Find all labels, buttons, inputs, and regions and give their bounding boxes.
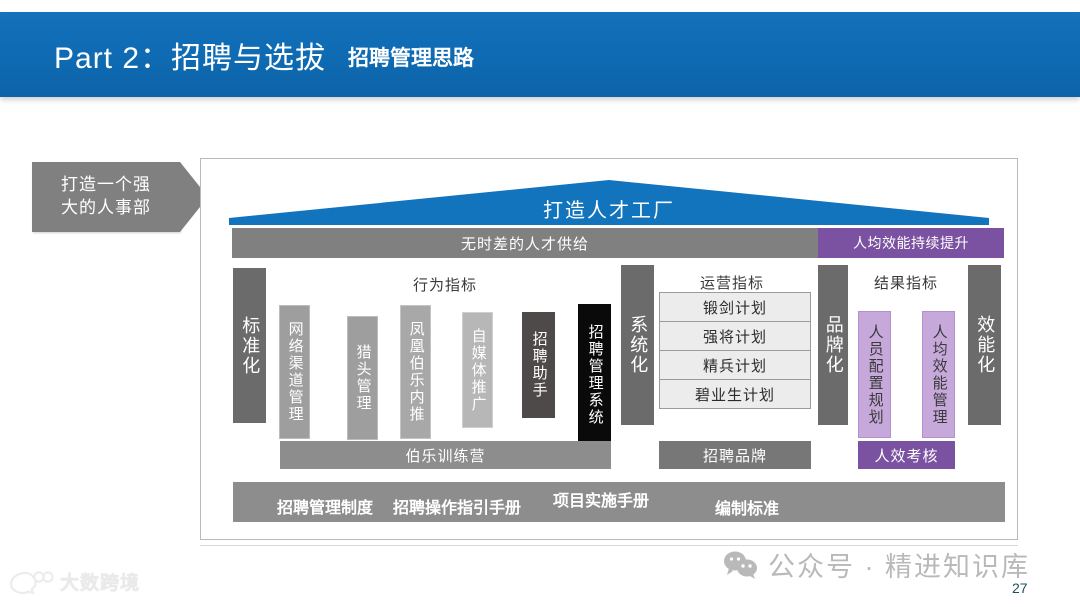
behavior-pillar-headhunter: 猎头管理 bbox=[347, 316, 378, 440]
result-pillar-efficiency-mgmt: 人均效能管理 bbox=[922, 311, 955, 438]
base-bar-efficiency-review: 人效考核 bbox=[858, 441, 955, 469]
pillar-systemization: 系统化 bbox=[621, 265, 654, 425]
watermark-left-text: 大数跨境 bbox=[60, 573, 141, 594]
behavior-pillar-recruit-assistant: 招聘助手 bbox=[522, 312, 555, 418]
roof-shape bbox=[229, 180, 989, 225]
base-bar-recruit-brand: 招聘品牌 bbox=[659, 441, 811, 469]
watermark-right-text: 公众号 · 精进知识库 bbox=[768, 552, 1030, 582]
header-content: Part 2：招聘与选拔 招聘管理思路 bbox=[54, 12, 474, 97]
bottom-label-staffing-standard: 编制标准 bbox=[715, 501, 780, 518]
dashu-logo-icon bbox=[9, 570, 54, 595]
bottom-label-operation-guide: 招聘操作指引手册 bbox=[393, 500, 522, 517]
bottom-label-recruit-policy: 招聘管理制度 bbox=[277, 500, 374, 517]
callout-line-2: 大的人事部 bbox=[61, 198, 151, 217]
watermark-right: 公众号 · 精进知识库 bbox=[722, 545, 1030, 584]
page-title: Part 2：招聘与选拔 bbox=[54, 41, 327, 75]
caption-operation: 运营指标 bbox=[700, 275, 765, 292]
plan-stack: 锻剑计划 强将计划 精兵计划 碧业生计划 bbox=[659, 292, 811, 409]
wechat-icon bbox=[724, 551, 757, 579]
caption-behavior: 行为指标 bbox=[413, 277, 478, 294]
roof-triangle: 打造人才工厂 bbox=[229, 180, 989, 225]
banner-supply: 无时差的人才供给 bbox=[232, 228, 818, 258]
bottom-label-project-manual: 项目实施手册 bbox=[553, 493, 650, 510]
behavior-pillar-self-media: 自媒体推广 bbox=[462, 312, 493, 428]
header-band: Part 2：招聘与选拔 招聘管理思路 bbox=[0, 12, 1080, 97]
pillar-standardization: 标准化 bbox=[233, 268, 266, 423]
caption-result: 结果指标 bbox=[874, 275, 939, 292]
banner-efficiency: 人均效能持续提升 bbox=[818, 228, 1004, 258]
callout-line-1: 打造一个强 bbox=[61, 175, 151, 195]
plan-item: 精兵计划 bbox=[659, 350, 811, 380]
banner-row: 无时差的人才供给 人均效能持续提升 bbox=[232, 228, 1004, 258]
plan-item: 锻剑计划 bbox=[659, 292, 811, 322]
bottom-bar bbox=[233, 482, 1005, 522]
plan-item: 碧业生计划 bbox=[659, 379, 811, 409]
callout-box: 打造一个强 大的人事部 bbox=[32, 162, 180, 232]
plan-item: 强将计划 bbox=[659, 321, 811, 351]
watermark-left: 大数跨境 bbox=[8, 568, 140, 595]
roof-label: 打造人才工厂 bbox=[543, 200, 675, 222]
page-number: 27 bbox=[1012, 580, 1028, 596]
behavior-pillar-phoenix-referral: 凤凰伯乐内推 bbox=[400, 305, 431, 439]
pillar-branding: 品牌化 bbox=[818, 265, 848, 425]
page-subtitle: 招聘管理思路 bbox=[348, 46, 475, 70]
result-pillar-staffing-plan: 人员配置规划 bbox=[858, 311, 891, 438]
pillar-efficiency: 效能化 bbox=[968, 265, 1001, 425]
behavior-pillar-network-channel: 网络渠道管理 bbox=[279, 305, 310, 439]
behavior-pillar-recruit-system: 招聘管理系统 bbox=[578, 304, 611, 446]
footer-divider bbox=[200, 545, 1018, 546]
base-bar-bole-camp: 伯乐训练营 bbox=[280, 441, 611, 469]
